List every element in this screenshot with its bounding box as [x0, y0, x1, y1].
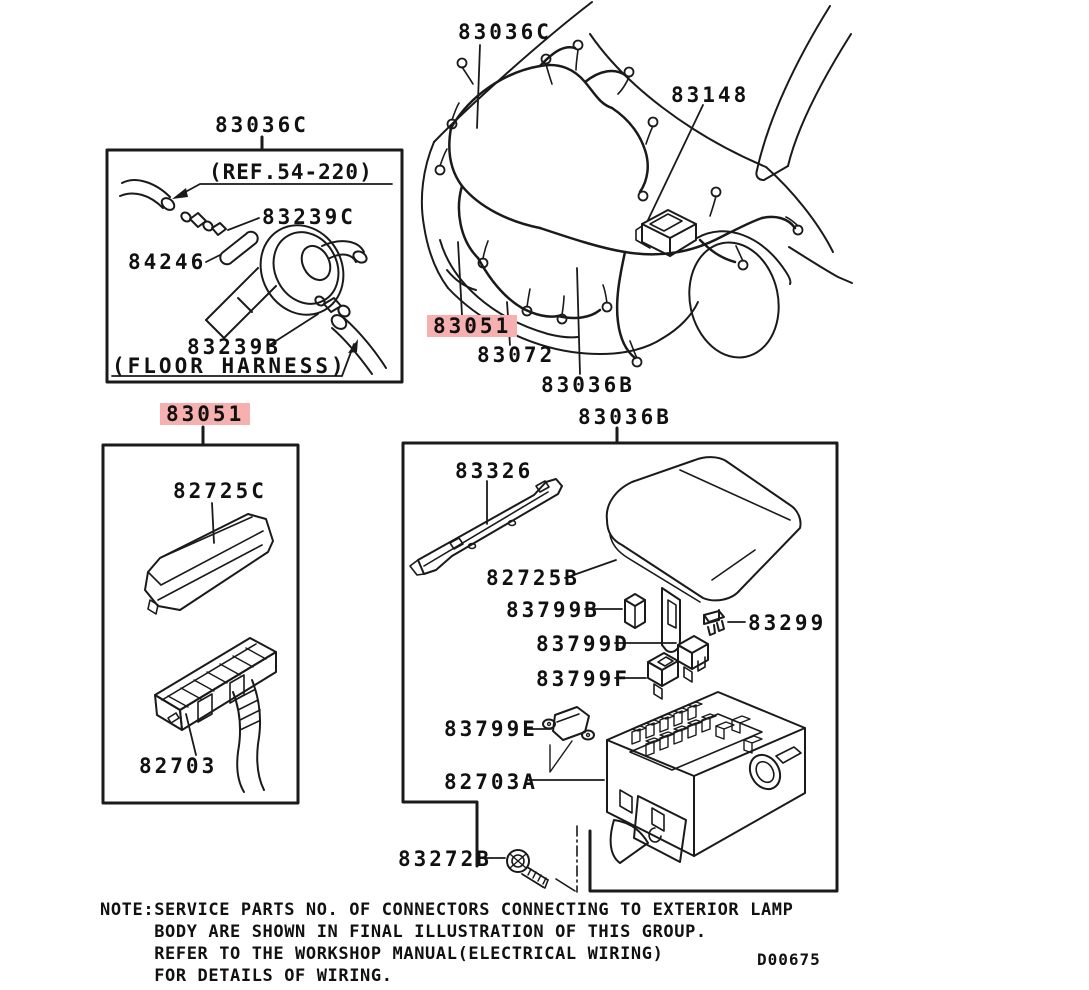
label-car-83036b[interactable]: 83036B: [541, 373, 635, 397]
grommet-drawing: [111, 179, 393, 377]
relay-83799d-drawing: [614, 635, 709, 683]
label-inset-83036b-title[interactable]: 83036B: [578, 405, 672, 429]
label-car-83148[interactable]: 83148: [671, 83, 750, 107]
label-83239b[interactable]: 83239B: [187, 335, 281, 359]
note-prefix: NOTE:: [100, 900, 155, 920]
label-83326[interactable]: 83326: [455, 459, 534, 483]
diagram-code: D00675: [757, 950, 821, 969]
label-car-83051-highlighted[interactable]: 83051: [427, 315, 518, 337]
relay-box-83148-drawing: [635, 209, 697, 257]
label-ref-54-220: (REF.54-220): [209, 160, 373, 184]
label-83799e[interactable]: 83799E: [444, 717, 538, 741]
fuse-block-inset-box: [101, 425, 300, 805]
label-82703[interactable]: 82703: [139, 754, 218, 778]
relay-83799e-drawing: [524, 706, 595, 773]
label-83799d[interactable]: 83799D: [536, 632, 630, 656]
label-83799b[interactable]: 83799B: [506, 598, 600, 622]
car-leader-lines: [457, 44, 704, 375]
label-car-83072[interactable]: 83072: [477, 343, 556, 367]
label-83799f[interactable]: 83799F: [536, 667, 630, 691]
note-lines: SERVICE PARTS NO. OF CONNECTORS CONNECTI…: [154, 900, 794, 986]
label-inset-83036c-title[interactable]: 83036C: [215, 113, 309, 137]
relay-box-inset-box: [401, 426, 839, 893]
car-drawing: [420, 1, 853, 359]
label-car-83036c[interactable]: 83036C: [458, 20, 552, 44]
engine-harness-drawing: [434, 39, 804, 368]
grommet-inset-box: [105, 135, 404, 384]
label-83239c[interactable]: 83239C: [262, 205, 356, 229]
label-82725b[interactable]: 82725B: [486, 566, 580, 590]
label-82725c[interactable]: 82725C: [173, 479, 267, 503]
label-83299[interactable]: 83299: [748, 611, 827, 635]
bolt-83272b-drawing: [477, 825, 578, 893]
note-text: NOTE: SERVICE PARTS NO. OF CONNECTORS CO…: [100, 899, 793, 987]
label-84246[interactable]: 84246: [128, 250, 207, 274]
relay-83799f-drawing: [614, 652, 679, 700]
fuse-83299-drawing: [703, 609, 746, 636]
fusebox-82703a-drawing: [527, 691, 806, 864]
cover-82725b-drawing: [564, 456, 802, 653]
fuse-83799b-drawing: [584, 593, 646, 629]
label-floor-harness: (FLOOR HARNESS): [112, 354, 347, 378]
fuse-block-drawing: [144, 502, 277, 793]
label-83272b[interactable]: 83272B: [398, 847, 492, 871]
label-inset-83051-title-highlighted[interactable]: 83051: [160, 403, 251, 425]
label-82703a[interactable]: 82703A: [444, 770, 538, 794]
bracket-83326-drawing: [409, 478, 563, 576]
